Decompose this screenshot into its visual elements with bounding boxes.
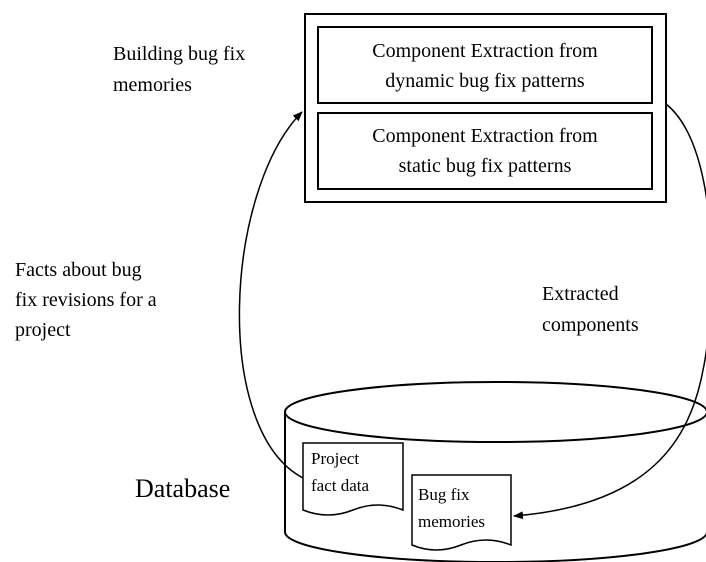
static-extraction-box: Component Extraction from static bug fix… xyxy=(317,112,653,190)
extraction-module-frame xyxy=(304,13,667,203)
building-memories-line-2: memories xyxy=(113,74,192,96)
static-extraction-line-1: Component Extraction from xyxy=(372,125,598,147)
project-fact-document: Project fact data xyxy=(302,442,404,516)
database-top-ellipse xyxy=(284,381,706,443)
dynamic-extraction-box: Component Extraction from dynamic bug fi… xyxy=(317,26,653,104)
bug-fix-memories-line-1: Bug fix xyxy=(418,485,470,504)
dynamic-extraction-line-1: Component Extraction from xyxy=(372,40,598,62)
building-memories-label: Building bug fix memories xyxy=(113,43,245,96)
bug-fix-memories-line-2: memories xyxy=(418,512,485,531)
facts-line-2: fix revisions for a xyxy=(15,289,157,311)
database-label: Database xyxy=(135,474,230,503)
extracted-line-1: Extracted xyxy=(542,283,619,305)
facts-label: Facts about bug fix revisions for a proj… xyxy=(15,259,157,341)
extracted-components-label: Extracted components xyxy=(542,283,639,336)
arrow-facts-to-extraction xyxy=(238,111,304,479)
extracted-line-2: components xyxy=(542,314,639,336)
project-fact-line-2: fact data xyxy=(311,476,369,495)
facts-line-3: project xyxy=(15,319,71,341)
extraction-module: Component Extraction from dynamic bug fi… xyxy=(304,13,667,203)
static-extraction-line-2: static bug fix patterns xyxy=(399,155,572,177)
bug-fix-memories-document: Bug fix memories xyxy=(411,474,512,551)
project-fact-line-1: Project xyxy=(311,449,359,468)
dynamic-extraction-line-2: dynamic bug fix patterns xyxy=(385,70,585,92)
facts-line-1: Facts about bug xyxy=(15,259,142,281)
arrow-extraction-to-memories xyxy=(513,103,706,520)
building-memories-line-1: Building bug fix xyxy=(113,43,245,65)
